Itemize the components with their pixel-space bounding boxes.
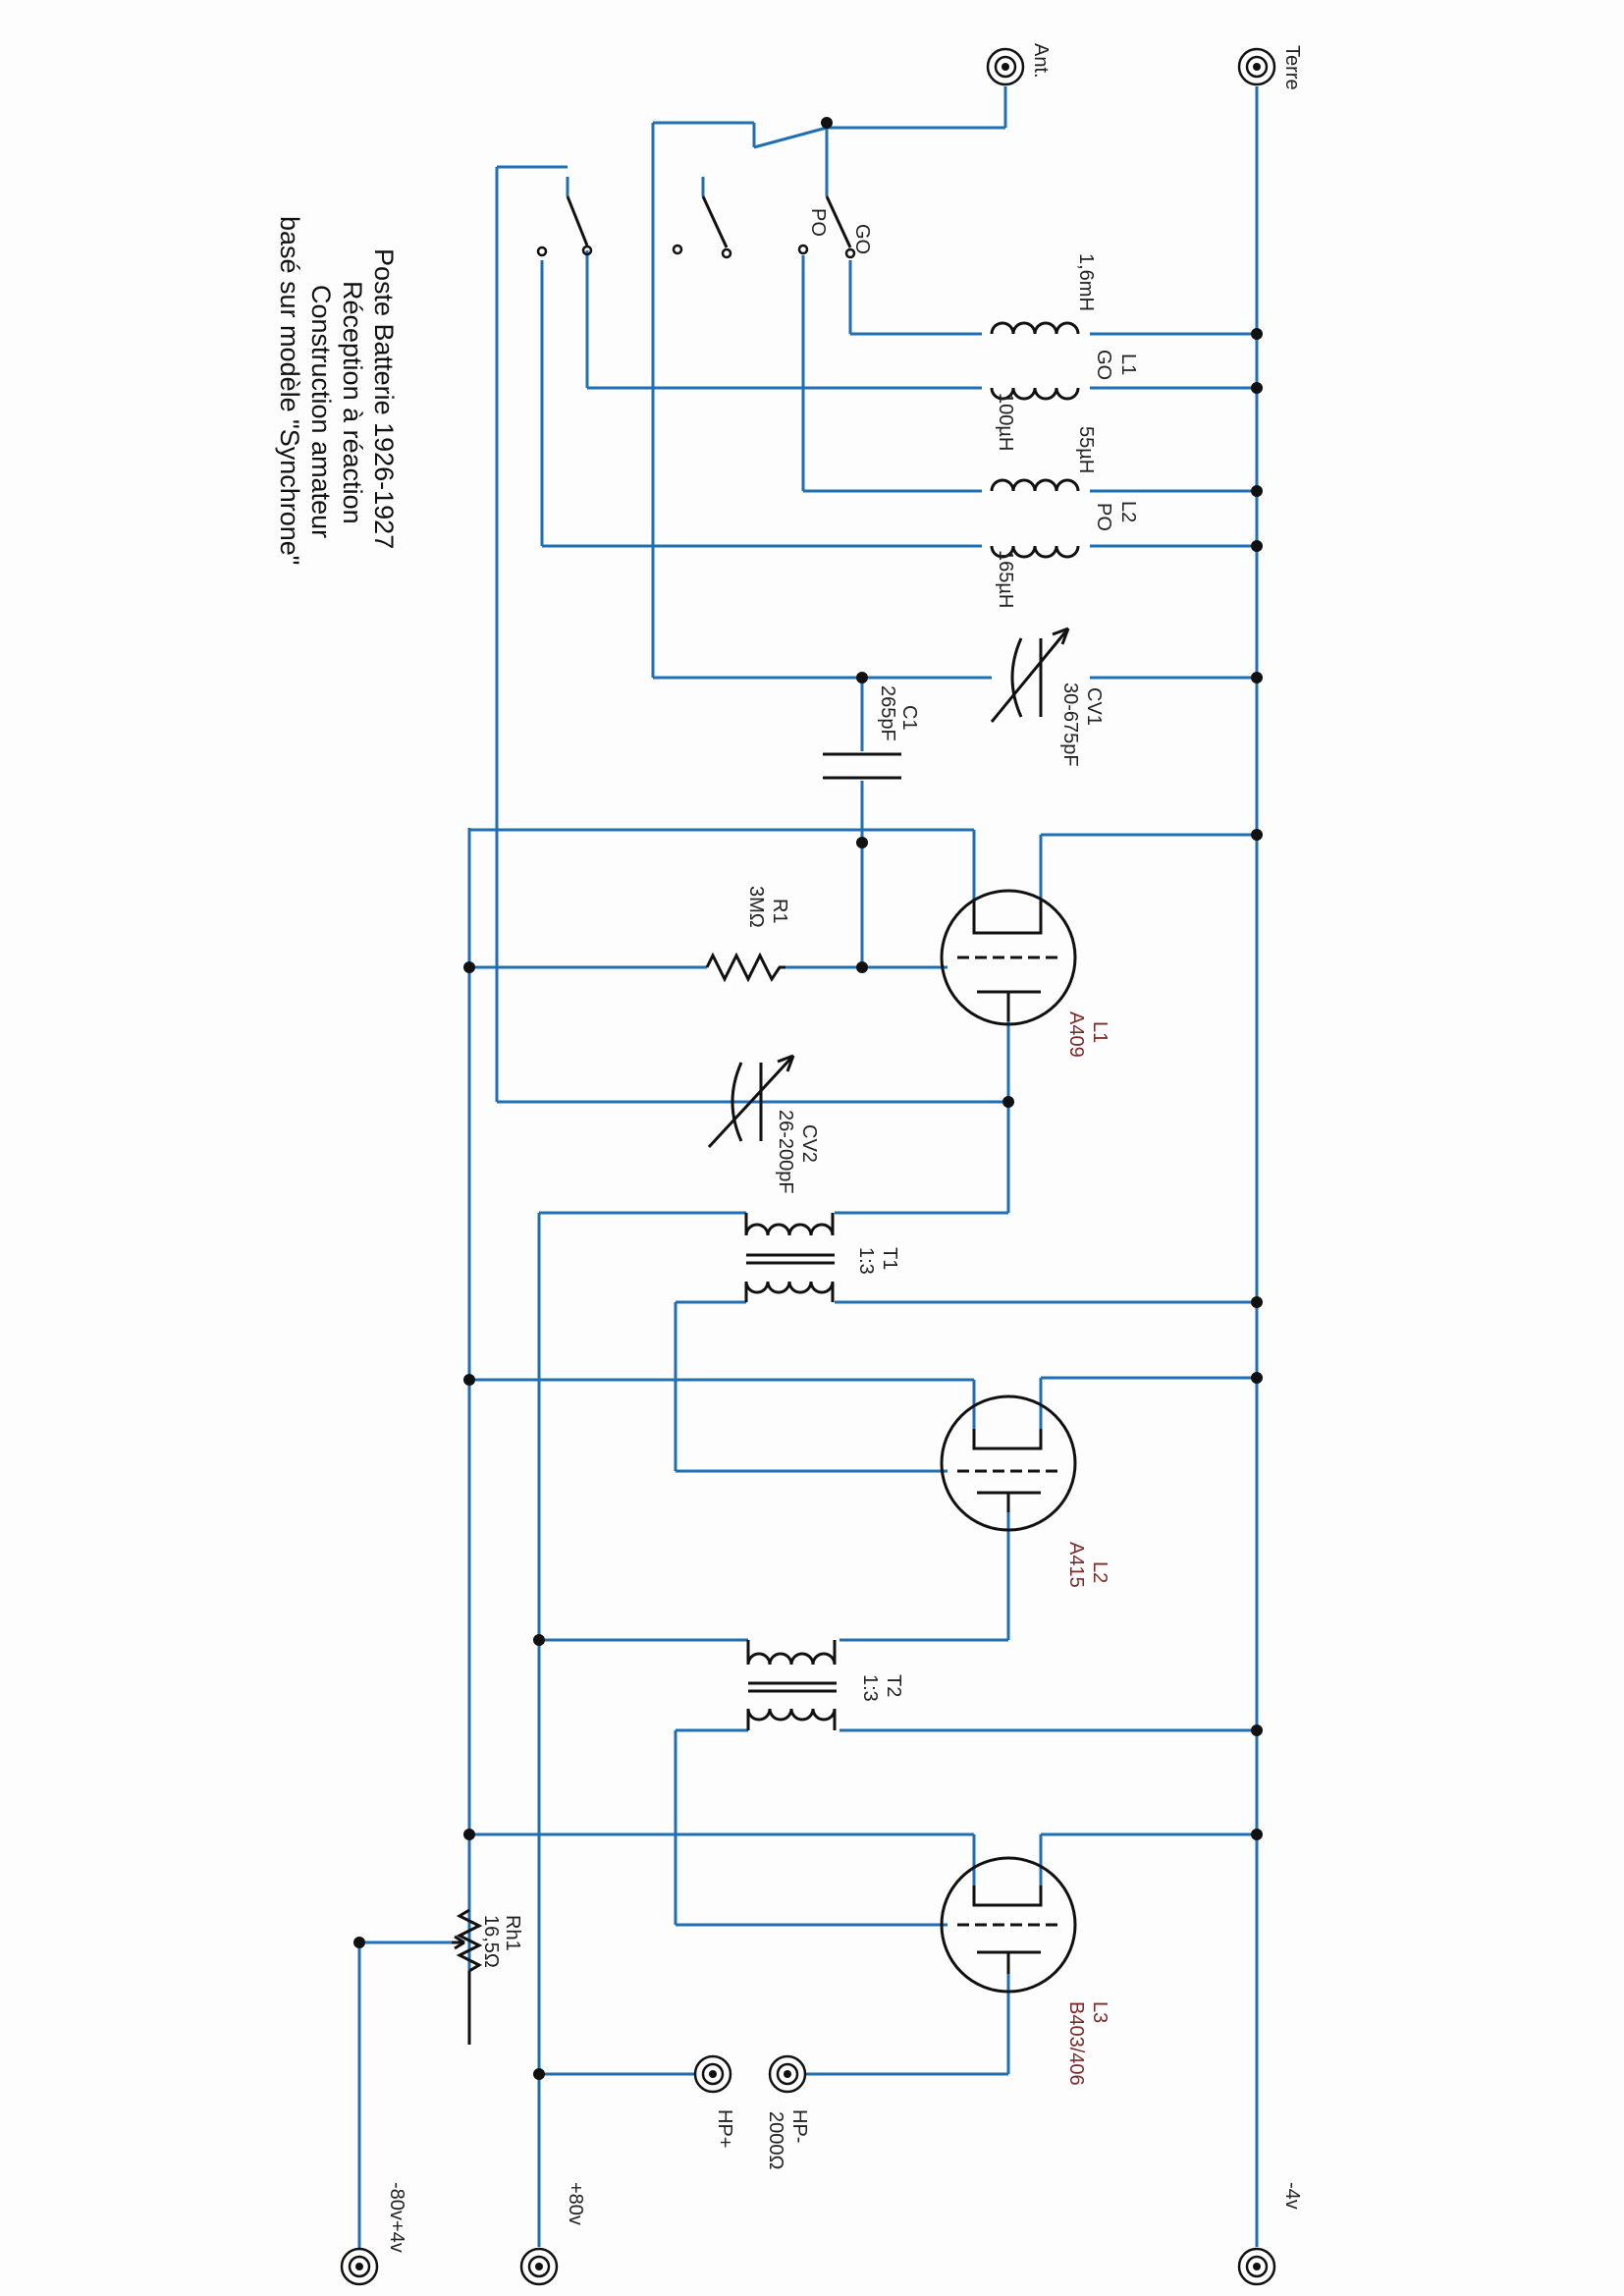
capacitor-c1: C1 265pF <box>823 685 920 780</box>
wiring <box>357 86 1259 2249</box>
terminal-neg4[interactable]: -4v <box>1237 2182 1303 2286</box>
hp-impedance-label: 2000Ω <box>765 2111 786 2169</box>
coil-l1-value-b: 100µH <box>995 393 1016 451</box>
title-line-4: basé sur modèle "Synchrone" <box>275 216 304 565</box>
t2-name: T2 <box>883 1674 904 1697</box>
title-line-3: Construction amateur <box>306 285 336 538</box>
coil-l2-value-b: 165µH <box>995 550 1016 608</box>
cv1-name: CV1 <box>1083 687 1105 726</box>
resistor-r1: R1 3MΩ <box>705 886 790 983</box>
title-line-2: Réception à réaction <box>338 281 367 524</box>
rh1-name: Rh1 <box>502 1915 523 1951</box>
terminal-ant[interactable]: Ant. <box>986 43 1052 86</box>
c1-value: 265pF <box>877 685 898 741</box>
tube-l3-name: L3 <box>1089 2001 1110 2023</box>
cv2-name: CV2 <box>798 1124 820 1163</box>
r1-value: 3MΩ <box>745 886 767 928</box>
cv2-value: 26-200pF <box>775 1110 796 1194</box>
coil-l1-name: L1 <box>1117 354 1139 375</box>
transformer-t1: T1 1:3 <box>744 1213 900 1302</box>
terminal-hp-minus[interactable]: HP- 2000Ω <box>765 2054 810 2169</box>
variable-capacitor-cv2: CV2 26-200pF <box>707 1054 820 1194</box>
terminal-ant-label: Ant. <box>1030 43 1052 79</box>
switch-label-go: GO <box>851 224 873 254</box>
terminal-pos80-label: +80v <box>565 2182 586 2225</box>
coil-l1-band: GO <box>1093 350 1114 380</box>
rh1-value: 16,5Ω <box>480 1915 502 1968</box>
junction-dots <box>353 117 1263 2080</box>
terminal-neg4-label: -4v <box>1281 2182 1303 2210</box>
t2-ratio: 1:3 <box>859 1674 881 1702</box>
coils: L1 GO 1,6mH 100µH L2 PO 55µH 165µH <box>990 253 1139 608</box>
title-block: Poste Batterie 1926-1927 Réception à réa… <box>275 216 399 565</box>
t1-name: T1 <box>879 1247 900 1270</box>
transformer-t2: T2 1:3 <box>746 1640 904 1730</box>
tube-l2: L2 A415 <box>940 1394 1110 1588</box>
tube-l2-type: A415 <box>1065 1542 1087 1588</box>
terminal-terre-label: Terre <box>1281 45 1303 90</box>
title-line-1: Poste Batterie 1926-1927 <box>369 248 399 549</box>
tube-l3-type: B403/406 <box>1065 2001 1087 2086</box>
tube-l2-name: L2 <box>1089 1561 1110 1583</box>
variable-capacitor-cv1: CV1 30-675pF <box>990 627 1105 767</box>
c1-name: C1 <box>898 705 920 731</box>
tube-l3: L3 B403/406 <box>940 1856 1110 2086</box>
coil-l2-value-a: 55µH <box>1075 426 1097 473</box>
terminal-hp-plus[interactable]: HP+ <box>693 2054 735 2148</box>
tube-l1-type: A409 <box>1065 1011 1087 1058</box>
tube-l1-name: L1 <box>1089 1021 1110 1043</box>
cv1-value: 30-675pF <box>1059 683 1081 767</box>
terminal-hp-plus-label: HP+ <box>714 2109 735 2148</box>
tube-l1: L1 A409 <box>940 889 1110 1058</box>
t1-ratio: 1:3 <box>855 1247 877 1275</box>
terminal-bias[interactable]: -80v+4v <box>340 2182 407 2286</box>
terminal-terre[interactable]: Terre <box>1237 45 1303 90</box>
terminal-hp-minus-label: HP- <box>788 2109 810 2143</box>
rheostat-rh1: Rh1 16,5Ω <box>452 1908 523 2045</box>
coil-l1-value-a: 1,6mH <box>1075 253 1097 311</box>
terminal-bias-label: -80v+4v <box>386 2182 407 2253</box>
coil-l2-band: PO <box>1093 503 1114 531</box>
r1-name: R1 <box>769 899 790 924</box>
band-switches[interactable]: GO PO <box>536 195 873 259</box>
terminal-pos80[interactable]: +80v <box>519 2182 586 2286</box>
coil-l2-name: L2 <box>1117 501 1139 522</box>
switch-label-po: PO <box>807 208 829 237</box>
